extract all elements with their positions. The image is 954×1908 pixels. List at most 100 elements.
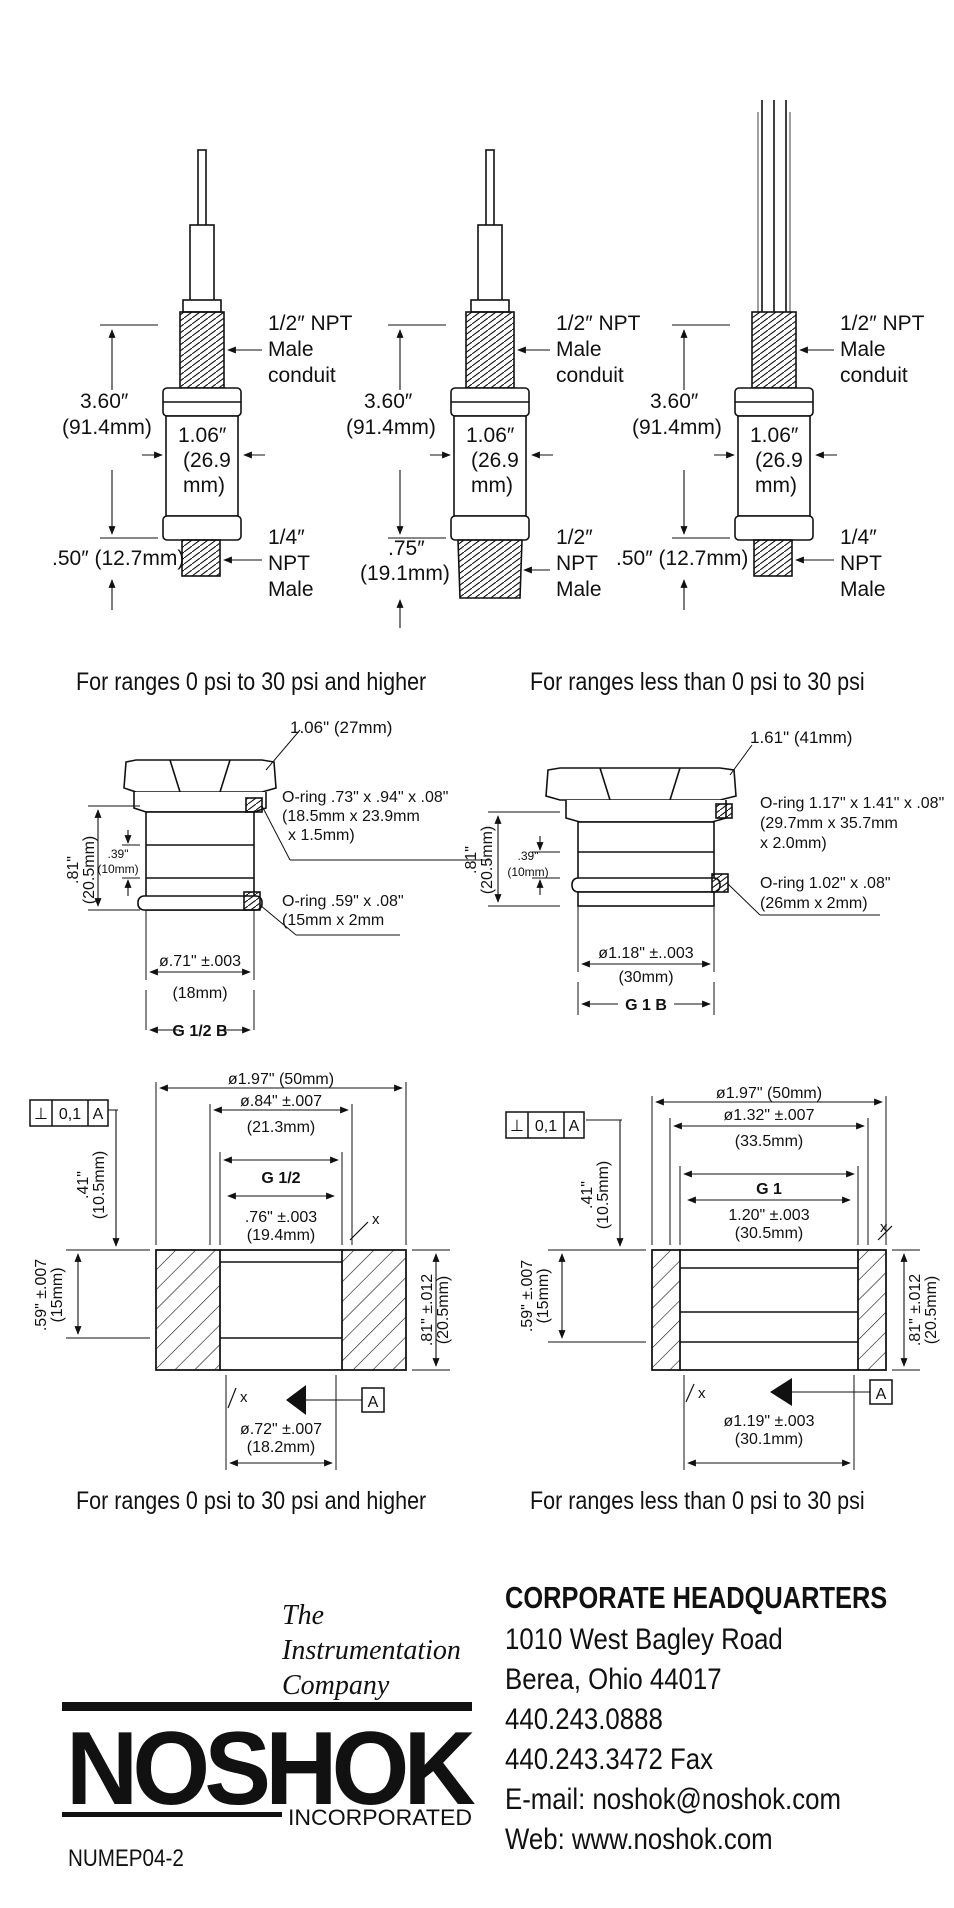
- svg-text:mm): mm): [755, 474, 797, 497]
- svg-text:(10mm): (10mm): [507, 865, 548, 879]
- svg-text:ø1.97" (50mm): ø1.97" (50mm): [228, 1071, 334, 1088]
- svg-text:(20.5mm): (20.5mm): [923, 1276, 940, 1344]
- svg-text:ø1.97" (50mm): ø1.97" (50mm): [716, 1085, 822, 1102]
- svg-text:3.60″: 3.60″: [80, 390, 129, 413]
- svg-text:1.61" (41mm): 1.61" (41mm): [750, 728, 852, 747]
- svg-text:.39": .39": [518, 849, 539, 863]
- svg-text:Male: Male: [268, 578, 314, 601]
- logo-incorporated: INCORPORATED: [288, 1805, 472, 1830]
- svg-text:(26.9: (26.9: [471, 449, 519, 472]
- svg-text:Male: Male: [556, 578, 602, 601]
- svg-text:3.60″: 3.60″: [364, 390, 413, 413]
- svg-text:⊥: ⊥: [34, 1106, 48, 1123]
- logo-tagline: The Instrumentation Company: [282, 1600, 461, 1701]
- svg-text:O-ring 1.17" x 1.41" x .08": O-ring 1.17" x 1.41" x .08": [760, 795, 944, 812]
- svg-text:(33.5mm): (33.5mm): [735, 1133, 803, 1150]
- port-left-drawing: [29, 1082, 450, 1470]
- svg-text:.81" ±.012: .81" ±.012: [419, 1274, 436, 1346]
- svg-text:ø.84" ±.007: ø.84" ±.007: [240, 1093, 322, 1110]
- svg-text:.50″ (12.7mm): .50″ (12.7mm): [616, 547, 748, 570]
- sensor-3-labels: 1/2″ NPT Male conduit 3.60″ (91.4mm) 1.0…: [616, 312, 925, 601]
- svg-text:(26mm x 2mm): (26mm x 2mm): [760, 895, 868, 912]
- hq-address: 1010 West Bagley Road: [505, 1623, 783, 1656]
- svg-text:x: x: [880, 1219, 888, 1236]
- fitting-right-drawing: [488, 744, 880, 1015]
- svg-text:conduit: conduit: [268, 364, 336, 387]
- svg-text:x: x: [698, 1385, 706, 1402]
- sensor-1-labels: 1/2″ NPT Male conduit 3.60″ (91.4mm) 1.0…: [52, 312, 353, 601]
- svg-text:1.06″: 1.06″: [750, 424, 799, 447]
- svg-text:O-ring .59" x .08": O-ring .59" x .08": [282, 893, 404, 910]
- svg-text:(30mm): (30mm): [618, 969, 673, 986]
- hq-email[interactable]: E-mail: noshok@noshok.com: [505, 1783, 841, 1816]
- svg-text:Male: Male: [556, 338, 602, 361]
- svg-text:(10mm): (10mm): [97, 862, 138, 876]
- svg-text:ø1.19" ±.003: ø1.19" ±.003: [724, 1413, 815, 1430]
- svg-text:(20.5mm): (20.5mm): [435, 1276, 452, 1344]
- svg-text:1/2″ NPT: 1/2″ NPT: [556, 312, 641, 335]
- svg-text:NPT: NPT: [840, 552, 882, 575]
- svg-text:x: x: [240, 1389, 248, 1406]
- svg-text:1/4″: 1/4″: [840, 526, 877, 549]
- svg-text:x: x: [372, 1211, 380, 1228]
- svg-text:conduit: conduit: [840, 364, 908, 387]
- svg-text:A: A: [876, 1386, 887, 1403]
- svg-text:1.06" (27mm): 1.06" (27mm): [290, 718, 392, 737]
- svg-text:Male: Male: [840, 578, 886, 601]
- fitting-left-drawing: [88, 729, 490, 1034]
- svg-text:A: A: [368, 1394, 379, 1411]
- svg-text:.39": .39": [108, 847, 129, 861]
- svg-text:(10.5mm): (10.5mm): [91, 1151, 108, 1219]
- svg-text:(15mm x 2mm: (15mm x 2mm: [282, 912, 384, 929]
- svg-text:x 1.5mm): x 1.5mm): [288, 827, 355, 844]
- hq-phone: 440.243.0888: [505, 1703, 663, 1736]
- document-number: NUMEP04-2: [68, 1845, 184, 1872]
- technical-drawings: 1/2″ NPT Male conduit 3.60″ (91.4mm) 1.0…: [29, 100, 944, 1470]
- hq-web[interactable]: Web: www.noshok.com: [505, 1823, 773, 1856]
- svg-text:(30.1mm): (30.1mm): [735, 1431, 803, 1448]
- svg-text:0,1: 0,1: [59, 1106, 81, 1123]
- svg-text:ø.72" ±.007: ø.72" ±.007: [240, 1421, 322, 1438]
- sensor-2-labels: 1/2″ NPT Male conduit 3.60″ (91.4mm) 1.0…: [346, 312, 641, 601]
- svg-text:.81": .81": [65, 856, 82, 884]
- caption-high-range-sensors: For ranges 0 psi to 30 psi and higher: [76, 668, 427, 696]
- svg-text:G 1: G 1: [756, 1181, 782, 1198]
- svg-text:A: A: [93, 1106, 104, 1123]
- svg-text:NPT: NPT: [268, 552, 310, 575]
- svg-text:3.60″: 3.60″: [650, 390, 699, 413]
- hq-fax: 440.243.3472 Fax: [505, 1743, 714, 1776]
- sensor-2-drawing: [388, 149, 553, 628]
- svg-text:1/2″ NPT: 1/2″ NPT: [268, 312, 353, 335]
- caption-low-range-ports: For ranges less than 0 psi to 30 psi: [530, 1487, 865, 1515]
- svg-text:.59" ±.007: .59" ±.007: [519, 1260, 536, 1332]
- svg-text:⊥: ⊥: [510, 1118, 524, 1135]
- svg-text:(91.4mm): (91.4mm): [62, 416, 152, 439]
- svg-text:(29.7mm x 35.7mm: (29.7mm x 35.7mm: [760, 815, 898, 832]
- caption-low-range-sensors: For ranges less than 0 psi to 30 psi: [530, 668, 865, 696]
- hq-city: Berea, Ohio 44017: [505, 1663, 722, 1696]
- logo-wordmark: NOSHOK: [66, 1711, 476, 1827]
- svg-text:(19.4mm): (19.4mm): [247, 1227, 315, 1244]
- svg-text:O-ring .73" x .94" x .08": O-ring .73" x .94" x .08": [282, 789, 448, 806]
- svg-text:Male: Male: [268, 338, 314, 361]
- svg-text:G 1/2 B: G 1/2 B: [172, 1023, 227, 1040]
- svg-text:0,1: 0,1: [535, 1118, 557, 1135]
- svg-text:(20.5mm): (20.5mm): [479, 826, 496, 894]
- svg-text:A: A: [569, 1118, 580, 1135]
- svg-text:(15mm): (15mm): [535, 1268, 552, 1323]
- hq-title: CORPORATE HEADQUARTERS: [505, 1580, 888, 1615]
- svg-text:.59" ±.007: .59" ±.007: [33, 1259, 50, 1331]
- svg-text:(91.4mm): (91.4mm): [346, 416, 436, 439]
- svg-text:ø.71" ±.003: ø.71" ±.003: [159, 953, 241, 970]
- svg-text:Male: Male: [840, 338, 886, 361]
- svg-text:1/2″ NPT: 1/2″ NPT: [840, 312, 925, 335]
- svg-text:ø1.18" ±..003: ø1.18" ±..003: [598, 945, 694, 962]
- svg-text:1.06″: 1.06″: [466, 424, 515, 447]
- svg-text:.76" ±.003: .76" ±.003: [245, 1209, 317, 1226]
- svg-text:(15mm): (15mm): [49, 1267, 66, 1322]
- svg-text:x 2.0mm): x 2.0mm): [760, 835, 827, 852]
- svg-text:1.20" ±.003: 1.20" ±.003: [728, 1207, 809, 1224]
- svg-text:(18mm): (18mm): [172, 985, 227, 1002]
- svg-text:G 1 B: G 1 B: [625, 997, 667, 1014]
